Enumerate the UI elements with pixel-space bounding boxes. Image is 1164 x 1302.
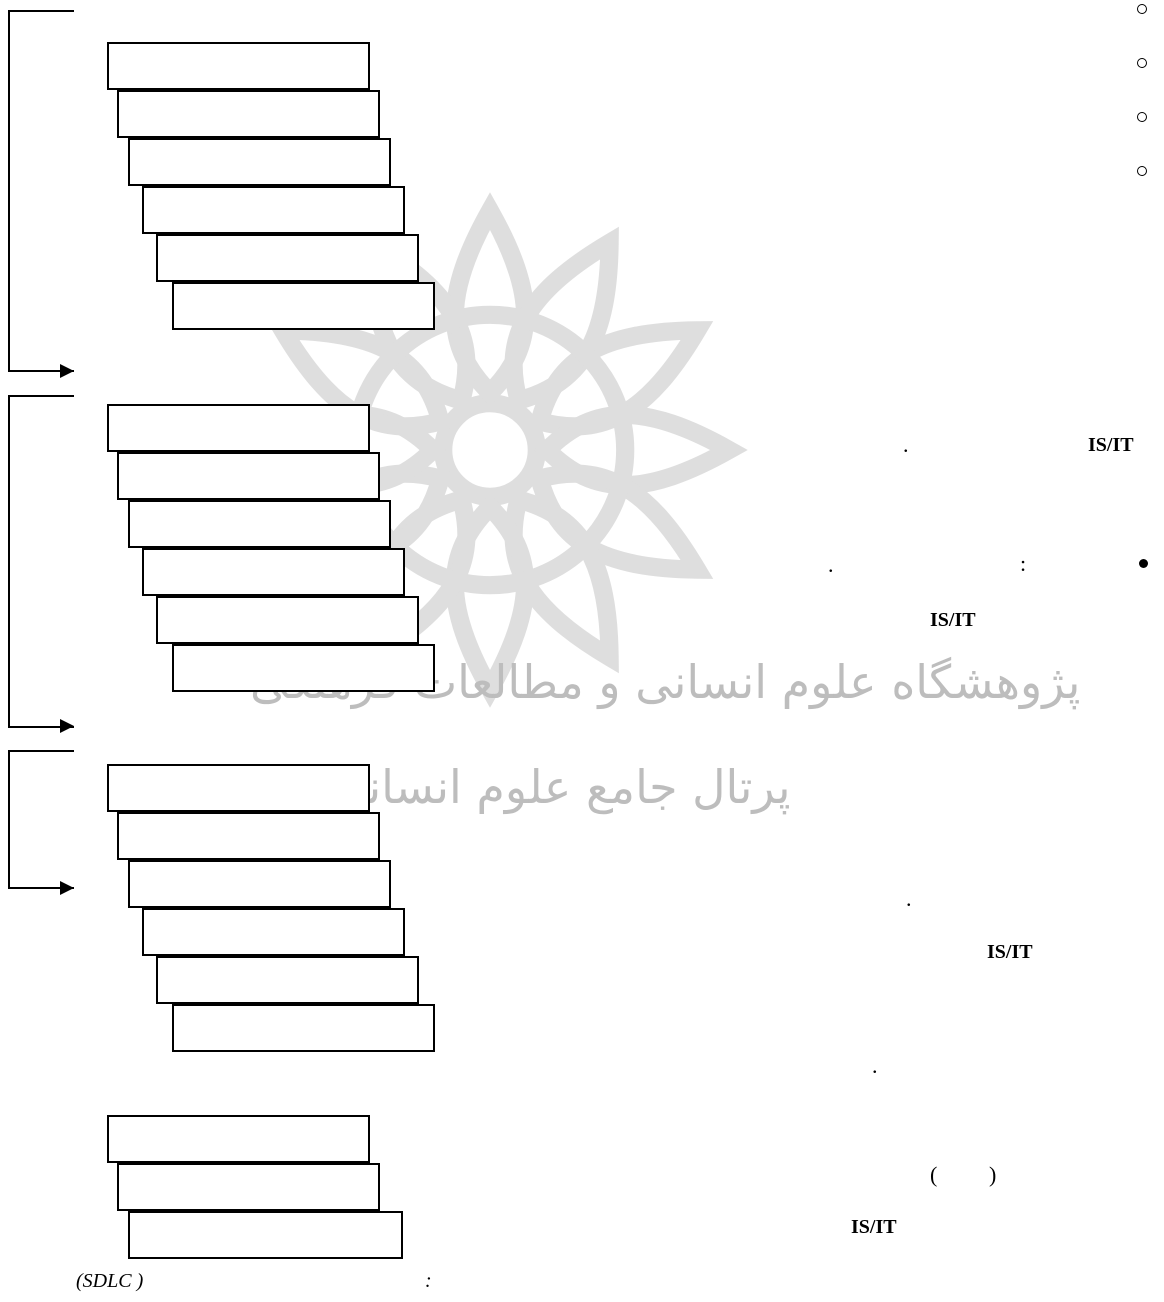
stage-box <box>156 956 419 1004</box>
right-arrow-icon <box>60 364 74 378</box>
stage-box <box>117 452 380 500</box>
stage-box <box>107 42 370 90</box>
stage-box <box>128 500 391 548</box>
stage-box <box>117 1163 380 1211</box>
stage-box <box>142 548 405 596</box>
watermark-line-2: پرتال جامع علوم انسانی <box>330 760 791 814</box>
bracket-connector <box>8 750 74 889</box>
period: . <box>906 886 912 911</box>
stage-box <box>107 1115 370 1163</box>
hollow-circle-bullet-icon <box>1137 58 1147 68</box>
stage-box <box>128 138 391 186</box>
stage-box <box>117 812 380 860</box>
hollow-circle-bullet-icon <box>1137 166 1147 176</box>
open-parenthesis: ( <box>930 1162 938 1187</box>
stage-box <box>142 186 405 234</box>
figure-caption-sdlc: (SDLC ) <box>76 1270 144 1292</box>
stage-box <box>142 908 405 956</box>
isit-label: IS/IT <box>930 609 976 631</box>
bracket-line <box>8 750 10 889</box>
stage-box <box>172 1004 435 1052</box>
bracket-connector <box>8 10 74 372</box>
stage-box <box>172 644 435 692</box>
stage-box <box>156 234 419 282</box>
stage-box <box>172 282 435 330</box>
isit-label: IS/IT <box>987 941 1033 963</box>
figure-caption-colon: : <box>425 1270 432 1292</box>
isit-label: IS/IT <box>1088 434 1134 456</box>
right-arrow-icon <box>60 881 74 895</box>
stage-box <box>117 90 380 138</box>
stage-box <box>128 860 391 908</box>
arrow-line <box>8 887 74 889</box>
right-arrow-icon <box>60 719 74 733</box>
stage-box <box>107 764 370 812</box>
stage-box <box>107 404 370 452</box>
hollow-circle-bullet-icon <box>1137 112 1147 122</box>
period: . <box>903 432 909 457</box>
bracket-connector <box>8 395 74 728</box>
close-parenthesis: ) <box>989 1162 997 1187</box>
stage-box <box>156 596 419 644</box>
colon: : <box>1020 551 1027 576</box>
stage-box <box>128 1211 403 1259</box>
hollow-circle-bullet-icon <box>1137 4 1147 14</box>
isit-label: IS/IT <box>851 1216 897 1238</box>
period: . <box>828 552 834 577</box>
solid-circle-bullet-icon <box>1139 559 1148 568</box>
period: . <box>872 1053 878 1078</box>
